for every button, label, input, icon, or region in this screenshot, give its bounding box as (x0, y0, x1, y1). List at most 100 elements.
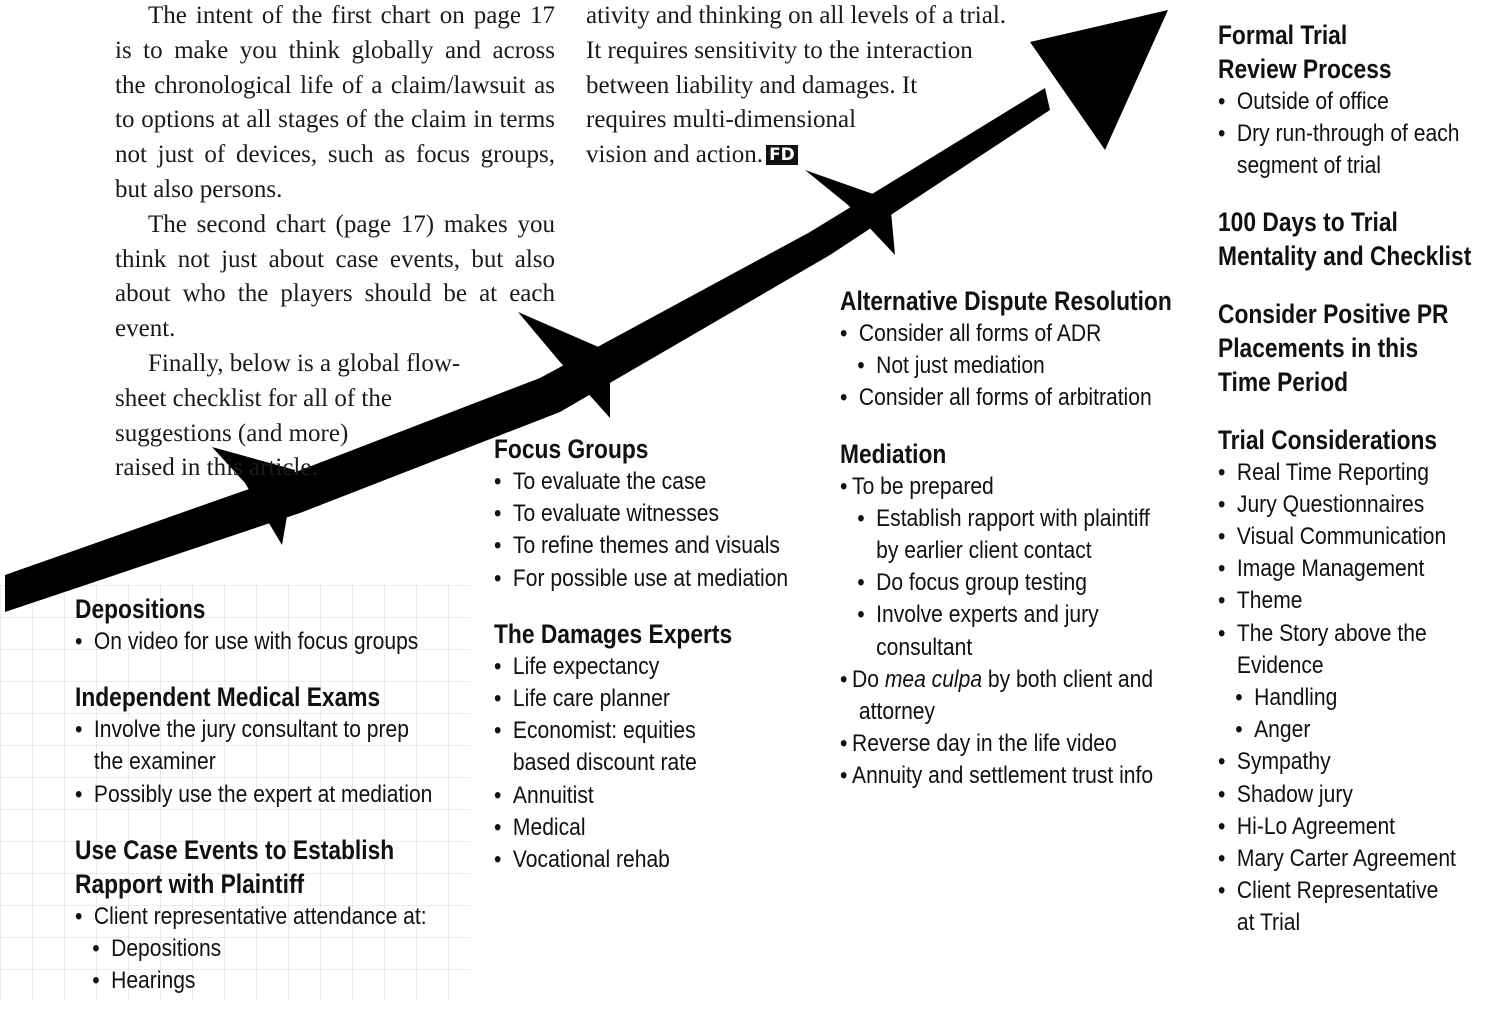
arrow-head-final (1030, 10, 1168, 150)
list-item: •Visual Communication (1218, 523, 1447, 551)
intro-col2-line-4: requires multi-dimensional (586, 106, 857, 134)
intro-paragraph-3-line-2: sheet checklist for all of the (115, 384, 392, 412)
trial-considerations-list: •Real Time Reporting •Jury Questionnaire… (1218, 457, 1486, 940)
focus-groups-list: •To evaluate the case •To evaluate witne… (494, 466, 836, 595)
list-item-continuation: consultant (876, 633, 973, 661)
stage-1-column: Depositions •On video for use with focus… (75, 592, 491, 1019)
list-item: •The Story above the (1218, 619, 1427, 647)
intro-col2-line-5-text: vision and action. (586, 141, 764, 169)
list-item-continuation: based discount rate (512, 749, 697, 777)
arrow-shaft (5, 88, 1050, 612)
trial-considerations-heading: Trial Considerations (1218, 424, 1438, 455)
list-item: •Medical (494, 813, 586, 841)
list-item-continuation: attorney (858, 698, 936, 726)
list-item: •Vocational rehab (494, 846, 670, 874)
intro-paragraph-1: The intent of the first chart on page 17… (115, 2, 555, 203)
intro-paragraph-2: The second chart (page 17) makes you thi… (115, 210, 555, 343)
list-sub-item: •Depositions (92, 935, 222, 963)
intro-column-2: ativity and thinking on all levels of a … (586, 0, 1046, 173)
list-item: •To evaluate witnesses (494, 500, 720, 528)
list-item: •Jury Questionnaires (1218, 490, 1425, 518)
list-item: •For possible use at mediation (494, 564, 789, 592)
list-item: •Consider all forms of ADR (840, 320, 1102, 347)
list-sub-item: •Not just mediation (857, 352, 1045, 380)
list-item-continuation: at Trial (1236, 909, 1301, 937)
intro-column-1: The intent of the first chart on page 17… (115, 0, 555, 486)
focus-groups-heading: Focus Groups (494, 434, 649, 464)
case-events-heading-line-2: Rapport with Plaintiff (75, 868, 305, 899)
arrow-chevron-3 (518, 312, 610, 418)
adr-heading: Alternative Dispute Resolution (840, 286, 1172, 316)
list-item-continuation: the examiner (93, 748, 216, 776)
damages-experts-heading: The Damages Experts (494, 618, 733, 649)
list-item: •Annuitist (494, 781, 594, 809)
list-item: •Client Representative (1218, 877, 1439, 905)
damages-experts-list: •Life expectancy •Life care planner •Eco… (494, 651, 836, 876)
arrow-chevron-2 (212, 447, 295, 545)
list-item-continuation: segment of trial (1236, 152, 1381, 180)
case-events-list: •Client representative attendance at: •D… (75, 901, 491, 998)
list-item: •Life expectancy (494, 652, 660, 680)
stage-3-column: Alternative Dispute Resolution •Consider… (840, 284, 1226, 815)
list-item: •Do mea culpa by both client and (840, 665, 1154, 693)
case-events-heading-line-1: Use Case Events to Establish (75, 834, 395, 865)
ime-heading: Independent Medical Exams (75, 682, 381, 713)
pr-heading-line-1: Consider Positive PR (1218, 298, 1449, 329)
list-item: •Consider all forms of arbitration (840, 384, 1152, 412)
list-item-continuation: by earlier client contact (876, 537, 1092, 565)
list-item: •Mary Carter Agreement (1218, 845, 1456, 873)
intro-paragraph-3-line-1: Finally, below is a global flow- (148, 349, 461, 377)
list-sub-item: •Do focus group testing (857, 569, 1087, 597)
mediation-heading: Mediation (840, 438, 947, 469)
list-sub-item: •Handling (1235, 684, 1338, 712)
depositions-list: •On video for use with focus groups (75, 626, 491, 658)
intro-col2-line-5: vision and action.FD (586, 138, 1046, 173)
list-item-continuation: Evidence (1236, 651, 1324, 679)
end-of-article-mark: FD (766, 145, 798, 166)
list-item: •Real Time Reporting (1218, 458, 1429, 486)
list-item: •To be prepared (840, 472, 994, 500)
list-item: •Dry run-through of each (1218, 120, 1460, 148)
list-sub-item: •Anger (1235, 716, 1311, 744)
list-item: •On video for use with focus groups (75, 628, 419, 655)
hundred-days-heading-line-1: 100 Days to Trial (1218, 206, 1398, 237)
list-item: •Life care planner (494, 685, 670, 713)
list-sub-item: •Hearings (92, 967, 196, 995)
pr-heading-line-2: Placements in this (1218, 332, 1419, 363)
list-item: •To evaluate the case (494, 468, 707, 495)
ime-list: •Involve the jury consultant to prep the… (75, 714, 491, 811)
formal-review-heading-line-2: Review Process (1218, 54, 1392, 84)
adr-list: •Consider all forms of ADR •Not just med… (840, 318, 1226, 415)
mediation-list: •To be prepared •Establish rapport with … (840, 471, 1226, 793)
list-item: •Outside of office (1218, 88, 1389, 115)
list-item: •Sympathy (1218, 748, 1331, 776)
intro-col2-line-2: It requires sensitivity to the interacti… (586, 36, 973, 64)
intro-col2-line-1: ativity and thinking on all levels of a … (586, 2, 1007, 29)
stage-4-column: Formal Trial Review Process •Outside of … (1218, 18, 1486, 962)
arrow-chevron-4 (805, 170, 895, 255)
intro-paragraph-3-line-3: suggestions (and more) (115, 419, 349, 447)
stage-2-column: Focus Groups •To evaluate the case •To e… (494, 432, 836, 898)
list-item: •Image Management (1218, 555, 1425, 583)
list-item: •Involve the jury consultant to prep (75, 716, 409, 744)
list-item: •Client representative attendance at: (75, 902, 427, 930)
hundred-days-heading-line-2: Mentality and Checklist (1218, 240, 1472, 271)
list-item: •Shadow jury (1218, 780, 1353, 808)
intro-paragraph-3-line-4: raised in this article. (115, 454, 318, 482)
list-item: •Annuity and settlement trust info (840, 762, 1154, 790)
list-item: •Reverse day in the life video (840, 730, 1117, 758)
formal-review-heading-line-1: Formal Trial (1218, 20, 1348, 50)
list-item: •Possibly use the expert at mediation (75, 780, 433, 808)
list-item: •Hi-Lo Agreement (1218, 812, 1396, 840)
intro-col2-line-3: between liability and damages. It (586, 71, 918, 99)
formal-review-list: •Outside of office •Dry run-through of e… (1218, 86, 1486, 183)
list-sub-item: •Involve experts and jury (857, 601, 1099, 629)
list-item: •Theme (1218, 587, 1303, 615)
graph-paper-background (0, 585, 470, 999)
pr-heading-line-3: Time Period (1218, 366, 1349, 397)
depositions-heading: Depositions (75, 594, 206, 624)
list-sub-item: •Establish rapport with plaintiff (857, 504, 1150, 532)
list-item: •To refine themes and visuals (494, 532, 780, 560)
list-item: •Economist: equities (494, 717, 696, 745)
